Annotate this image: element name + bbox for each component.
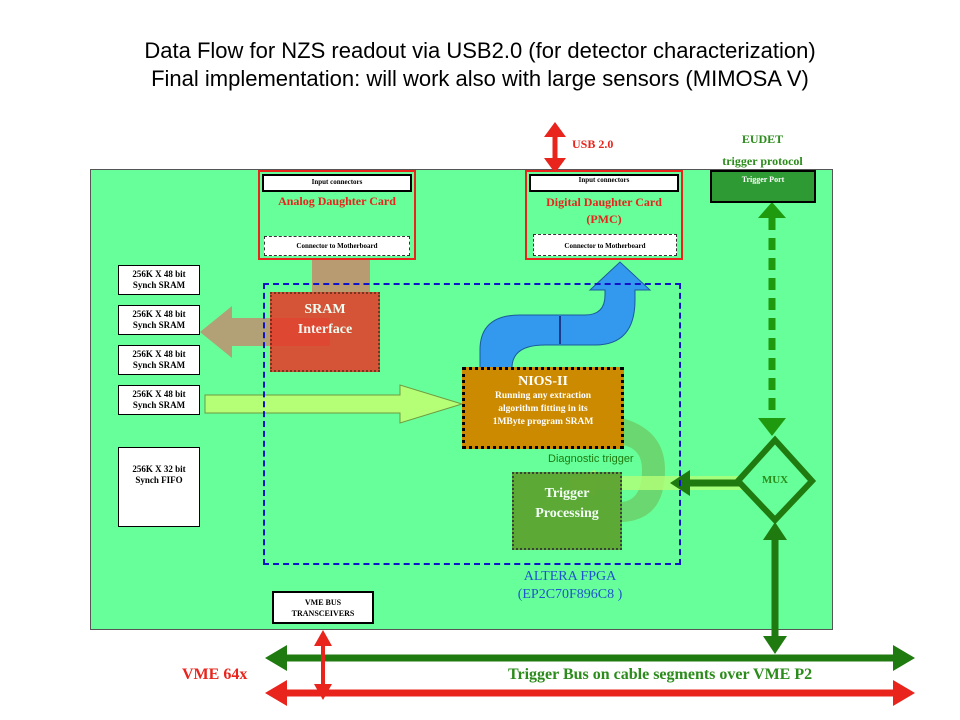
usb-arrow [544, 122, 566, 173]
trigger-port: Trigger Port [710, 170, 816, 203]
mux-label: MUX [761, 474, 789, 486]
diagnostic-trigger-label: Diagnostic trigger [548, 453, 634, 465]
eudet-trigger-link [758, 202, 786, 436]
digital-card-label: Digital Daughter Card(PMC) [546, 195, 662, 226]
trigger-bus-label: Trigger Bus on cable segments over VME P… [508, 666, 813, 683]
vme-transceiver-link [314, 630, 332, 700]
vme-64x-label: VME 64x [182, 666, 248, 683]
trigger-bus-line [265, 645, 915, 671]
fpga-label: ALTERA FPGA(EP2C70F896C8 ) [517, 569, 623, 602]
mux-to-trigger-bus [763, 522, 787, 654]
diagnostic-loop-arrow [622, 418, 665, 522]
mux-diamond [733, 435, 817, 525]
title-line-1: Data Flow for NZS readout via USB2.0 (fo… [144, 38, 816, 63]
analog-input-connectors: Input connectors [262, 174, 412, 192]
title-line-2: Final implementation: will work also wit… [151, 66, 809, 91]
digital-input-connectors: Input connectors [529, 174, 679, 192]
fpga-region [263, 283, 681, 565]
analog-motherboard-connector: Connector to Motherboard [264, 236, 410, 256]
digital-motherboard-connector: Connector to Motherboard [533, 234, 677, 256]
memory-to-nios-arrow [204, 384, 464, 424]
analog-card-label: Analog Daughter Card [278, 194, 396, 208]
analog-to-sram-link [312, 260, 370, 292]
usb-label: USB 2.0 [572, 137, 614, 151]
nios-to-digital-arrow [479, 261, 652, 369]
vme-bus-line [265, 680, 915, 706]
